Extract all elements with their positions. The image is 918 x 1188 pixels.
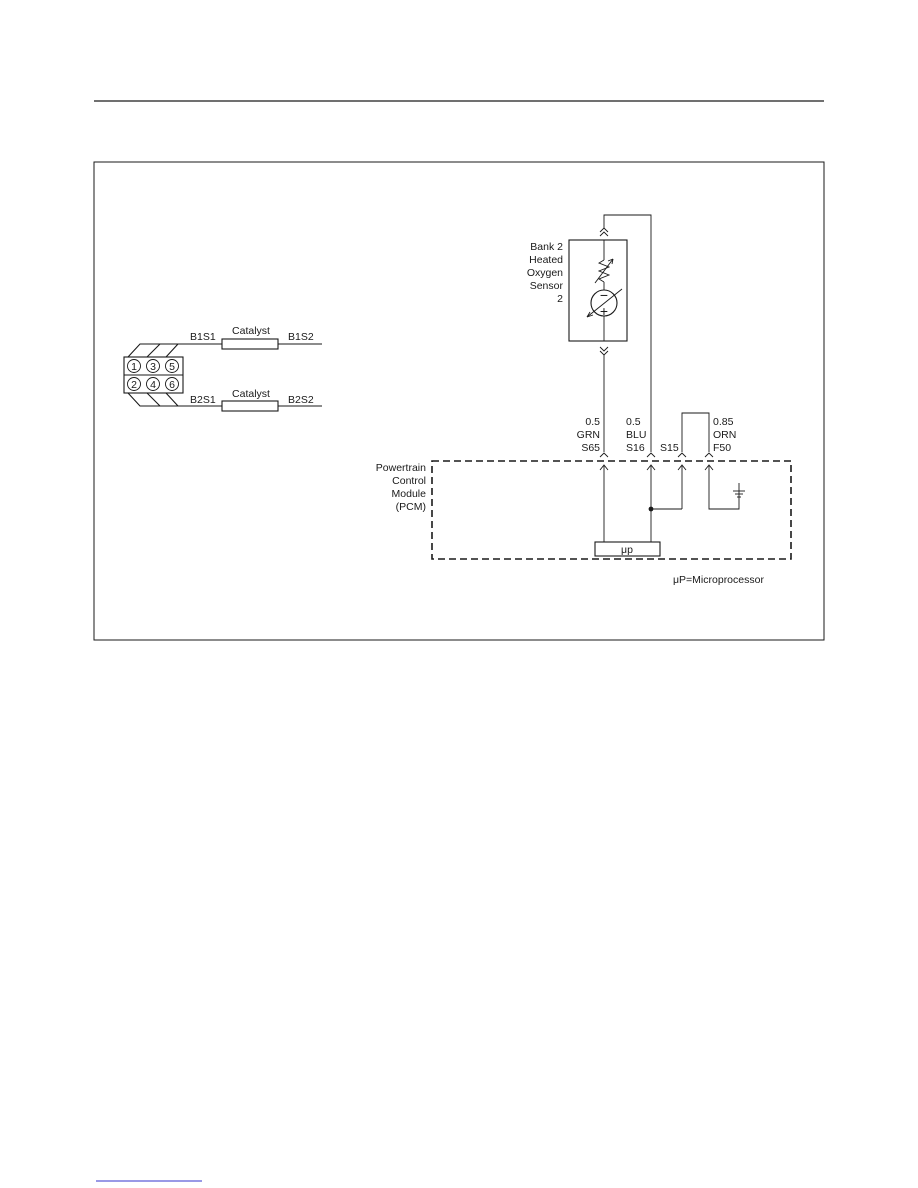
pcm-internal-wiring [599,464,740,542]
engine-exhaust-diagram: 1 3 5 2 4 6 Catalyst B1S1 B1S2 Catalyst … [123,325,322,412]
svg-text:S16: S16 [626,442,645,454]
svg-text:0.5: 0.5 [585,416,600,428]
wire-label-s15: S15 [660,442,679,454]
svg-text:2: 2 [131,379,137,391]
b1s2-label: B1S2 [288,331,314,343]
sensor-top-connector-icon [599,227,609,237]
sensor-minus: − [600,287,608,303]
svg-text:Bank 2: Bank 2 [530,241,563,253]
b1s1-label: B1S1 [190,331,216,343]
bank1-exhaust-manifold [127,343,322,358]
svg-text:BLU: BLU [626,429,646,441]
sensor-label: Bank 2 Heated Oxygen Sensor 2 [527,241,564,305]
microprocessor-label: μp [621,544,633,556]
bank1-catalyst [221,338,279,350]
svg-text:2: 2 [557,293,563,305]
svg-text:Control: Control [392,475,426,487]
wire-orn [681,412,710,452]
cylinder-3: 3 [146,359,160,373]
heater-resistor-icon [594,240,614,284]
pin-s16-connector-icon [646,452,656,458]
svg-text:F50: F50 [713,442,731,454]
bank2-catalyst-label: Catalyst [232,388,270,400]
microprocessor-legend: μP=Microprocessor [673,574,764,586]
sensor-bottom-connector-icon [599,346,609,356]
ground-icon [733,483,745,498]
bank2-catalyst [221,400,279,412]
svg-text:Heated: Heated [529,254,563,266]
svg-text:Oxygen: Oxygen [527,267,563,279]
wire-label-grn: 0.5 GRN S65 [577,416,600,454]
pcm-boundary [431,460,792,560]
svg-text:Powertrain: Powertrain [376,462,426,474]
svg-text:S65: S65 [581,442,600,454]
svg-text:3: 3 [150,361,156,373]
svg-text:6: 6 [169,379,175,391]
pcm-label: Powertrain Control Module (PCM) [376,462,426,513]
svg-text:Module: Module [392,488,427,500]
svg-text:0.5: 0.5 [626,416,641,428]
pin-s15-connector-icon [677,452,687,458]
b2s1-label: B2S1 [190,394,216,406]
sensor-element-icon: − + [586,282,623,341]
bank1-catalyst-label: Catalyst [232,325,270,337]
sensor-circuit: Bank 2 Heated Oxygen Sensor 2 − + [376,214,792,586]
svg-text:1: 1 [131,361,137,373]
cylinder-6: 6 [165,377,179,391]
pin-s65-connector-icon [599,452,609,458]
svg-text:(PCM): (PCM) [396,501,426,513]
wire-label-blu: 0.5 BLU S16 [626,416,646,454]
cylinder-5: 5 [165,359,179,373]
sensor-plus: + [600,303,608,319]
bank2-exhaust-manifold [127,392,322,407]
b2s2-label: B2S2 [288,394,314,406]
wire-blu [603,214,652,452]
junction-dot [648,506,654,512]
diagram-frame [93,161,825,641]
microprocessor-box [594,541,661,557]
oxygen-sensor-box [568,239,628,342]
cylinder-2: 2 [127,377,141,391]
svg-text:ORN: ORN [713,429,736,441]
wire-label-orn: 0.85 ORN F50 [713,416,736,454]
svg-text:4: 4 [150,379,156,391]
cylinder-1: 1 [127,359,141,373]
svg-text:5: 5 [169,361,175,373]
svg-text:0.85: 0.85 [713,416,734,428]
svg-text:Sensor: Sensor [530,280,564,292]
pin-f50-connector-icon [704,452,714,458]
cylinder-4: 4 [146,377,160,391]
svg-text:GRN: GRN [577,429,600,441]
